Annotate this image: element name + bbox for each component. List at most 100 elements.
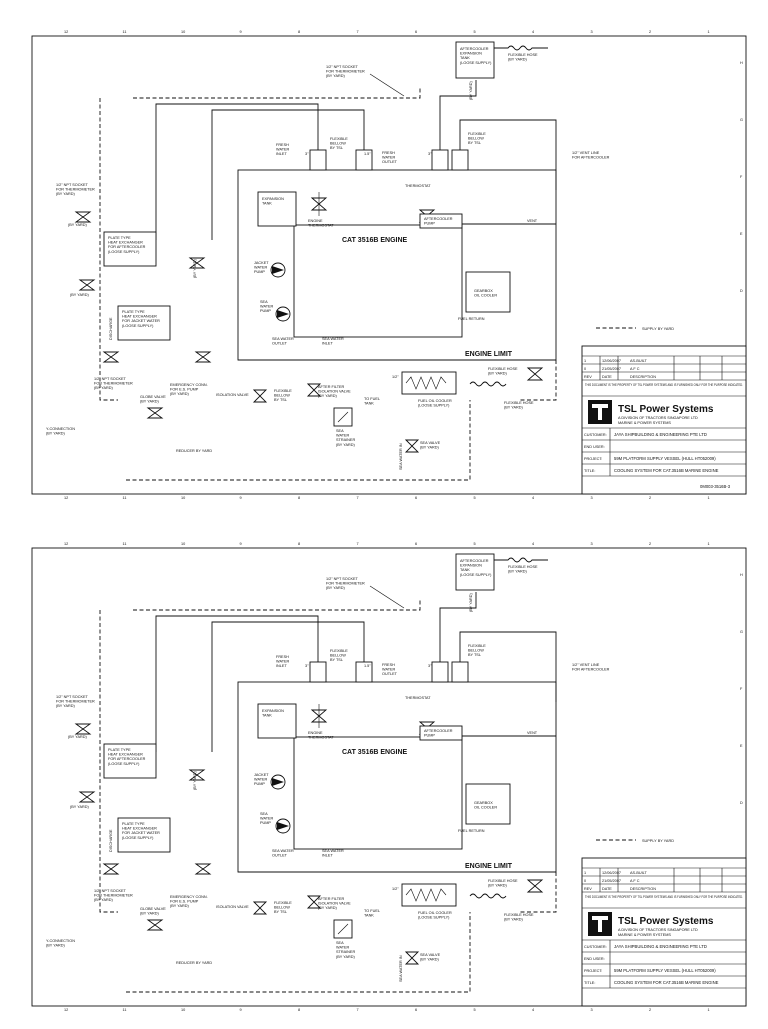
brand-name: TSL Power Systems [618, 404, 714, 415]
label-line: SEA [336, 429, 344, 433]
grid-number: 2 [649, 496, 651, 500]
label-line: PLATE TYPE [122, 822, 145, 826]
label-line: FRESH [276, 655, 289, 659]
grid-number: 11 [123, 30, 127, 34]
grid-number: 9 [240, 542, 242, 546]
label-line: FOR THERMOMETER [56, 700, 95, 704]
customer-label: CUSTOMER: [584, 945, 607, 949]
label-line: EXPANSION [460, 564, 482, 568]
grid-number: 12 [64, 542, 68, 546]
grid-number: 4 [532, 30, 534, 34]
label-line: FOR THERMOMETER [94, 382, 133, 386]
label-line: HEAT EXCHANGER [122, 827, 157, 831]
engine-core [293, 736, 463, 850]
label-line: INLET [276, 152, 287, 156]
label-line: SEA [260, 300, 268, 304]
label-line: (BY YARD) [94, 898, 114, 902]
grid-number: 4 [532, 542, 534, 546]
after-filter-valve-icon [306, 895, 322, 909]
grid-number: 11 [123, 542, 127, 546]
rev-table-cell: 21/05/2007 [602, 367, 621, 371]
label-line: AFTERCOOLER [460, 559, 489, 563]
emergency-conn-label: EMERGENCY CONN.FOR E.S. PUMP(BY YARD) [170, 383, 208, 396]
rev-table-cell: 12/06/2007 [602, 359, 621, 363]
isolation-valve-icon [252, 901, 268, 915]
label-line: AFTERCOOLER [460, 47, 489, 51]
pipe-aftercooler-return [459, 631, 557, 702]
flexible-hose-r1-label: FLEXIBLE HOSE(BY YARD) [488, 879, 518, 888]
thermostat-label: THERMOSTAT [405, 696, 431, 700]
valve-mid-icon [188, 769, 206, 781]
engine-title: CAT 3516B ENGINE [342, 237, 408, 244]
gearbox-oil-cooler [465, 271, 511, 313]
label-line: FOR THERMOMETER [326, 70, 365, 74]
sea-valve-icon [404, 439, 420, 453]
grid-number: 1 [708, 1008, 710, 1012]
label-line: WATER [276, 148, 290, 152]
pipe-dashed-bottom [126, 912, 471, 993]
pipe-dashed-left [99, 610, 118, 913]
fuel-oil-cooler [401, 883, 457, 907]
grid-number: 7 [357, 30, 359, 34]
label-line: FOR AFTERCOOLER [108, 757, 146, 761]
rev-table-cell: AS-BUILT [630, 871, 647, 875]
by-yard-vertical-label: (BY YARD) [469, 80, 473, 100]
company-sub-2: MARINE & POWER SYSTEMS [618, 933, 671, 937]
brand-name: TSL Power Systems [618, 916, 714, 927]
valve-left-3-icon [102, 863, 120, 875]
expansion-tank [257, 703, 297, 739]
label-line: SEA WATER [272, 337, 294, 341]
label-line: (BY YARD) [56, 704, 76, 708]
grid-number: 11 [123, 1008, 127, 1012]
label-line: (BY YARD) [56, 192, 76, 196]
reducer-label: REDUCER BY YARD [176, 961, 212, 965]
fuel-cooler-coil-icon [405, 888, 447, 902]
pipe-aftercooler [439, 592, 477, 662]
label-line: FLEXIBLE HOSE [488, 367, 518, 371]
label-line: FOR E.S. PUMP [170, 900, 199, 904]
label-line: ISOLATION VALVE [318, 390, 351, 394]
label-line: SEA VALVE [420, 441, 441, 445]
label-line: SEA WATER [322, 849, 344, 853]
sea-water-in-label: SEA WATER IN [399, 955, 403, 982]
label-line: BELLOW [274, 394, 290, 398]
flexible-hose-r1-icon [469, 893, 507, 899]
label-line: FOR AFTERCOOLER [572, 156, 610, 160]
grid-number: 5 [474, 1008, 476, 1012]
label-line: 1/2" NPT SOCKET [56, 695, 89, 699]
rev-table-cell: DATE [602, 887, 612, 891]
drawing-border [31, 35, 747, 495]
label-line: (BY YARD) [140, 912, 160, 916]
label-line: OIL COOLER [474, 806, 497, 810]
expansion-tank [257, 191, 297, 227]
label-line: AFTERCOOLER [424, 217, 453, 221]
fuel-return-label: FUEL RETURN [458, 829, 485, 833]
by-yard-left-label: (BY YARD) [68, 735, 88, 739]
valve-left-1-icon [74, 211, 92, 223]
engine-core [293, 224, 463, 338]
label-line: FLEXIBLE [468, 132, 486, 136]
engine-thermostat-valve-icon [310, 192, 328, 216]
grid-number: 10 [181, 1008, 185, 1012]
project-label: PROJECT: [584, 969, 602, 973]
label-line: (LOOSE SUPPLY) [108, 762, 140, 766]
reducer-label: REDUCER BY YARD [176, 449, 212, 453]
label-line: (LOOSE SUPPLY) [460, 573, 492, 577]
flexible-bellow-1 [309, 149, 327, 171]
label-line: FOR AFTERCOOLER [572, 668, 610, 672]
customer-value: JAYA SHIPBUILDING & ENGINEERING PTE LTD [614, 432, 707, 437]
globe-valve-icon [146, 407, 164, 419]
